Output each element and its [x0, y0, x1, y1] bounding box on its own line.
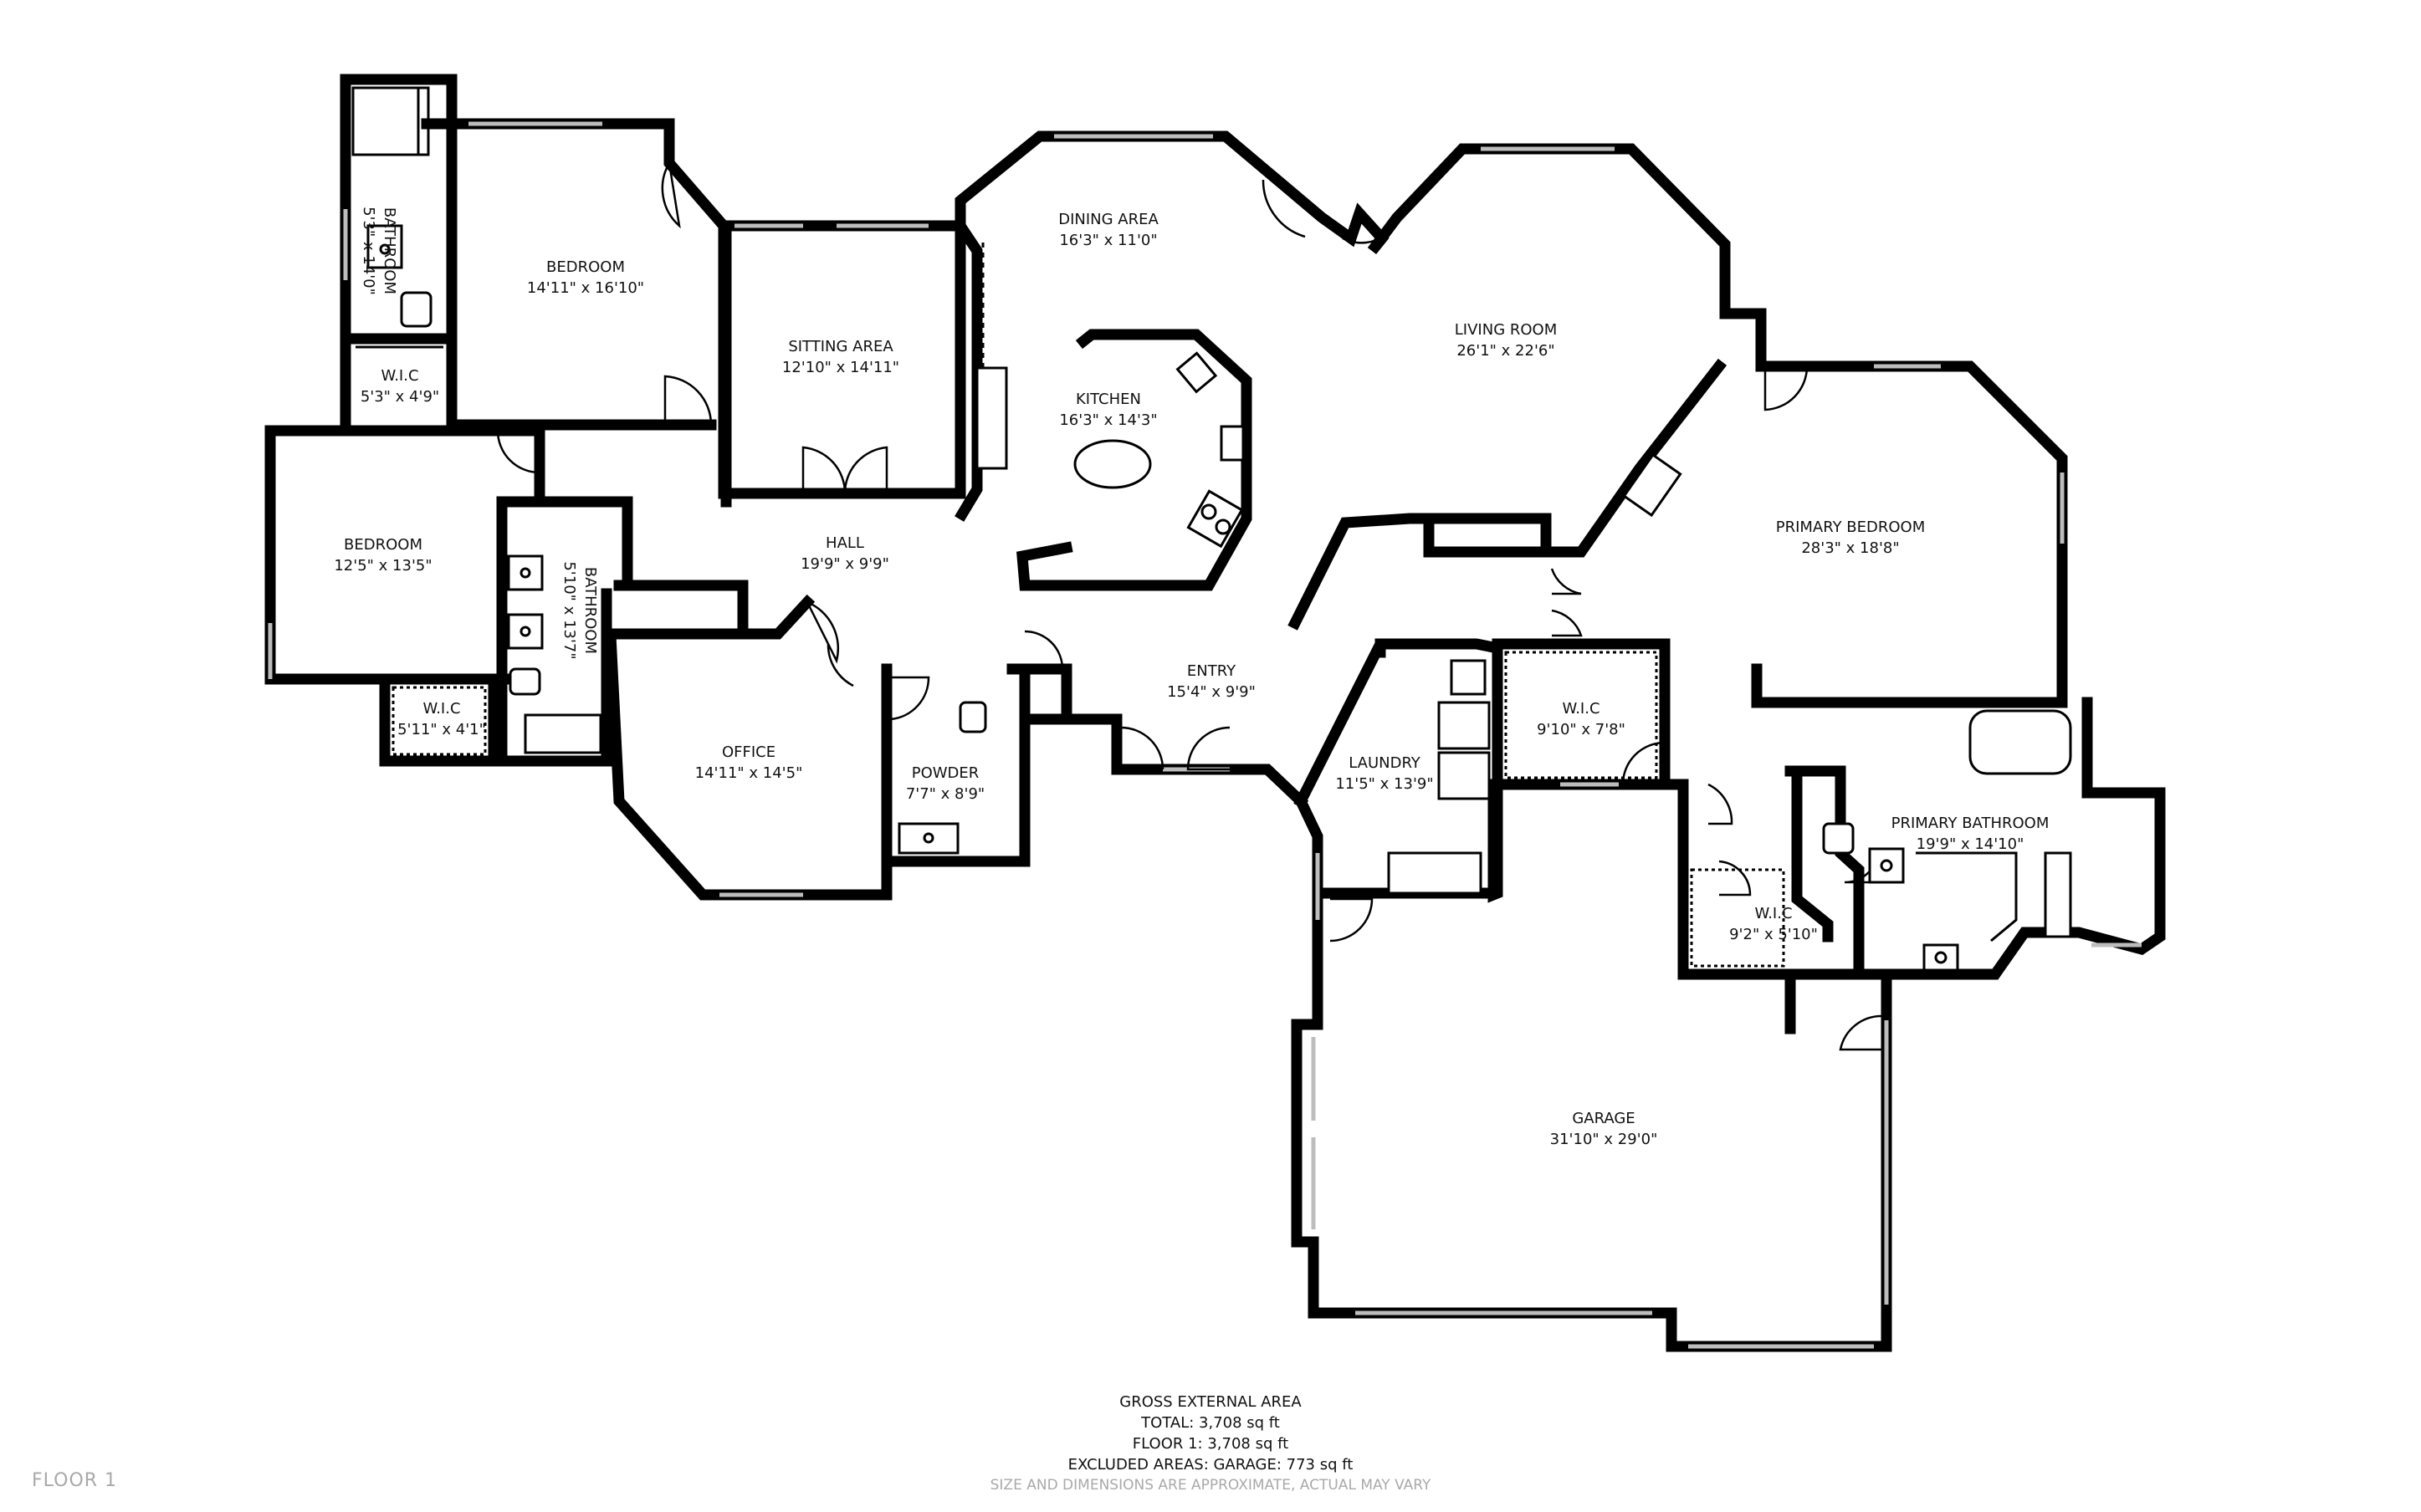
room-name: OFFICE: [722, 743, 775, 761]
area-heading: GROSS EXTERNAL AREA: [1119, 1393, 1302, 1411]
room-dimensions: 5'10" x 13'7": [560, 561, 578, 659]
room-entry: ENTRY 15'4" x 9'9": [1167, 662, 1256, 701]
room-bathroom-1: BATHROOM 5'3" x 14'0": [360, 207, 398, 295]
room-name: BATHROOM: [381, 207, 398, 294]
room-dimensions: 16'3" x 14'3": [1059, 411, 1157, 429]
room-name: PRIMARY BEDROOM: [1776, 518, 1926, 536]
room-dimensions: 14'11" x 16'10": [527, 279, 644, 297]
room-name: SITTING AREA: [788, 338, 893, 355]
room-name: W.I.C: [422, 700, 460, 718]
room-office: OFFICE 14'11" x 14'5": [695, 743, 803, 782]
room-powder: POWDER 7'7" x 8'9": [906, 764, 985, 803]
room-name: W.I.C: [1754, 905, 1792, 922]
windows: [268, 121, 2142, 1349]
room-name: BEDROOM: [546, 258, 625, 276]
room-dimensions: 5'11" x 4'1": [397, 721, 486, 738]
room-name: KITCHEN: [1076, 391, 1141, 408]
room-labels: BATHROOM 5'3" x 14'0" BEDROOM 14'11" x 1…: [334, 207, 2049, 1148]
room-dimensions: 7'7" x 8'9": [906, 785, 985, 803]
room-name: LAUNDRY: [1349, 754, 1421, 772]
room-name: POWDER: [912, 764, 980, 782]
room-primary-bedroom: PRIMARY BEDROOM 28'3" x 18'8": [1776, 518, 1926, 557]
room-wic-2: W.I.C 5'11" x 4'1": [397, 700, 486, 738]
room-laundry: LAUNDRY 11'5" x 13'9": [1335, 754, 1433, 793]
room-kitchen: KITCHEN 16'3" x 14'3": [1059, 391, 1157, 429]
room-name: GARAGE: [1572, 1110, 1635, 1127]
room-dimensions: 19'9" x 9'9": [801, 555, 889, 573]
room-wic-3: W.I.C 9'10" x 7'8": [1537, 700, 1625, 738]
room-hall: HALL 19'9" x 9'9": [801, 534, 889, 573]
doors: [496, 162, 1883, 1051]
area-floor: FLOOR 1: 3,708 sq ft: [1132, 1435, 1289, 1453]
room-bedroom-1: BEDROOM 14'11" x 16'10": [527, 258, 644, 297]
room-name: W.I.C: [381, 367, 418, 385]
room-wic-4: W.I.C 9'2" x 5'10": [1729, 905, 1818, 943]
room-name: BEDROOM: [344, 536, 422, 554]
room-garage: GARAGE 31'10" x 29'0": [1550, 1110, 1658, 1148]
room-dimensions: 12'5" x 13'5": [334, 557, 432, 575]
room-bathroom-2: BATHROOM 5'10" x 13'7": [560, 561, 599, 659]
room-living-room: LIVING ROOM 26'1" x 22'6": [1455, 321, 1557, 360]
room-name: W.I.C: [1562, 700, 1599, 718]
room-primary-bathroom: PRIMARY BATHROOM 19'9" x 14'10": [1891, 815, 2050, 853]
room-dimensions: 31'10" x 29'0": [1550, 1131, 1658, 1148]
room-dining-area: DINING AREA 16'3" x 11'0": [1058, 211, 1159, 249]
room-wic-1: W.I.C 5'3" x 4'9": [361, 367, 439, 406]
room-dimensions: 5'3" x 4'9": [361, 388, 439, 406]
room-name: PRIMARY BATHROOM: [1891, 815, 2050, 832]
fixtures: [351, 86, 2072, 972]
room-name: DINING AREA: [1058, 211, 1159, 228]
room-dimensions: 16'3" x 11'0": [1059, 232, 1157, 249]
room-dimensions: 19'9" x 14'10": [1917, 835, 2024, 853]
room-dimensions: 9'2" x 5'10": [1729, 926, 1818, 943]
area-summary: GROSS EXTERNAL AREA TOTAL: 3,708 sq ft F…: [960, 1392, 1461, 1496]
room-bedroom-2: BEDROOM 12'5" x 13'5": [334, 536, 432, 575]
room-dimensions: 15'4" x 9'9": [1167, 683, 1256, 701]
room-dimensions: 5'3" x 14'0": [360, 207, 377, 295]
floor-label: FLOOR 1: [32, 1470, 118, 1491]
room-dimensions: 12'10" x 14'11": [782, 359, 899, 376]
room-dimensions: 11'5" x 13'9": [1335, 775, 1433, 793]
area-disclaimer: SIZE AND DIMENSIONS ARE APPROXIMATE, ACT…: [990, 1477, 1431, 1494]
room-dimensions: 14'11" x 14'5": [695, 764, 803, 782]
room-name: LIVING ROOM: [1455, 321, 1557, 339]
room-dimensions: 26'1" x 22'6": [1456, 342, 1554, 360]
room-dimensions: 9'10" x 7'8": [1537, 721, 1625, 738]
room-name: ENTRY: [1187, 662, 1236, 680]
area-excluded: EXCLUDED AREAS: GARAGE: 773 sq ft: [1067, 1456, 1354, 1474]
room-name: BATHROOM: [581, 567, 599, 654]
room-dimensions: 28'3" x 18'8": [1801, 539, 1899, 557]
area-total: TOTAL: 3,708 sq ft: [1141, 1414, 1280, 1432]
room-name: HALL: [826, 534, 864, 552]
room-sitting-area: SITTING AREA 12'10" x 14'11": [782, 338, 899, 376]
